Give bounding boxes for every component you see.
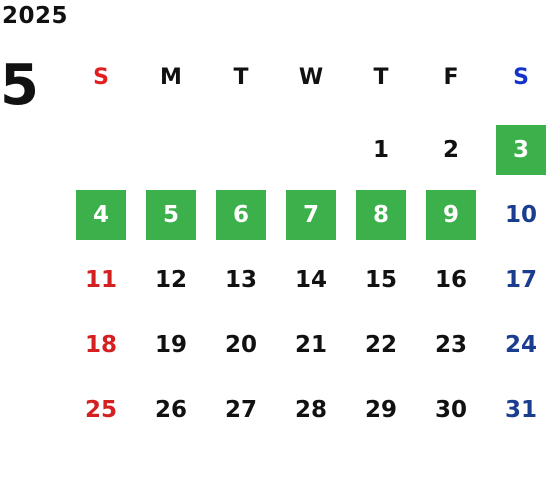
- day-cell[interactable]: 24: [504, 332, 537, 358]
- weekday-2: T: [233, 65, 249, 90]
- day-cell[interactable]: 30: [434, 397, 467, 423]
- day-cell[interactable]: 20: [224, 332, 257, 358]
- day-cell[interactable]: 2: [442, 137, 459, 163]
- day-cell[interactable]: 4: [76, 190, 126, 240]
- day-cell[interactable]: 8: [356, 190, 406, 240]
- day-cell[interactable]: 28: [294, 397, 327, 423]
- day-cell[interactable]: 21: [294, 332, 327, 358]
- day-cell[interactable]: 7: [286, 190, 336, 240]
- weekday-4: T: [373, 65, 389, 90]
- day-cell[interactable]: 25: [84, 397, 117, 423]
- day-cell[interactable]: 13: [224, 267, 257, 293]
- day-cell[interactable]: 12: [154, 267, 187, 293]
- weekday-0: S: [93, 65, 109, 90]
- day-cell[interactable]: 6: [216, 190, 266, 240]
- day-cell[interactable]: 17: [504, 267, 537, 293]
- day-cell[interactable]: 18: [84, 332, 117, 358]
- weekday-1: M: [160, 65, 182, 90]
- day-cell[interactable]: 14: [294, 267, 327, 293]
- day-cell[interactable]: 26: [154, 397, 187, 423]
- weekday-3: W: [298, 65, 324, 90]
- day-cell[interactable]: 10: [504, 202, 537, 228]
- day-cell[interactable]: 29: [364, 397, 397, 423]
- day-cell[interactable]: 16: [434, 267, 467, 293]
- weekday-6: S: [513, 65, 529, 90]
- day-cell[interactable]: 9: [426, 190, 476, 240]
- day-cell[interactable]: 19: [154, 332, 187, 358]
- day-cell[interactable]: 1: [372, 137, 389, 163]
- day-cell[interactable]: 22: [364, 332, 397, 358]
- day-cell[interactable]: 5: [146, 190, 196, 240]
- day-cell[interactable]: 23: [434, 332, 467, 358]
- day-cell[interactable]: 3: [496, 125, 546, 175]
- month-number: 5: [0, 53, 39, 118]
- day-cell[interactable]: 27: [224, 397, 257, 423]
- weekday-5: F: [443, 65, 459, 90]
- day-cell[interactable]: 31: [504, 397, 537, 423]
- day-cell[interactable]: 11: [84, 267, 117, 293]
- day-cell[interactable]: 15: [364, 267, 397, 293]
- year-label: 2025: [2, 3, 69, 29]
